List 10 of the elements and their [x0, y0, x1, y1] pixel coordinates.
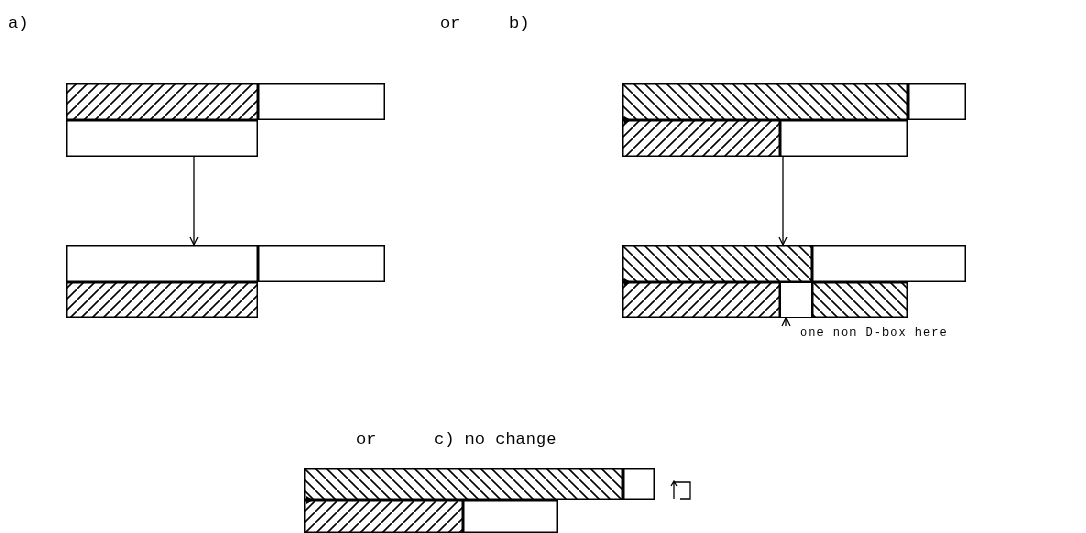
panel-label: c) no change — [434, 430, 557, 449]
panel-label: or — [440, 14, 461, 33]
panel-label: or — [356, 430, 377, 449]
panel-label: a) — [8, 14, 29, 33]
transition-arrow — [778, 156, 788, 246]
transition-arrow — [189, 156, 199, 246]
panel-label: b) — [509, 14, 530, 33]
empty-box — [780, 282, 812, 318]
note-text: one non D-box here — [780, 326, 948, 340]
leader-arrow — [781, 317, 791, 327]
